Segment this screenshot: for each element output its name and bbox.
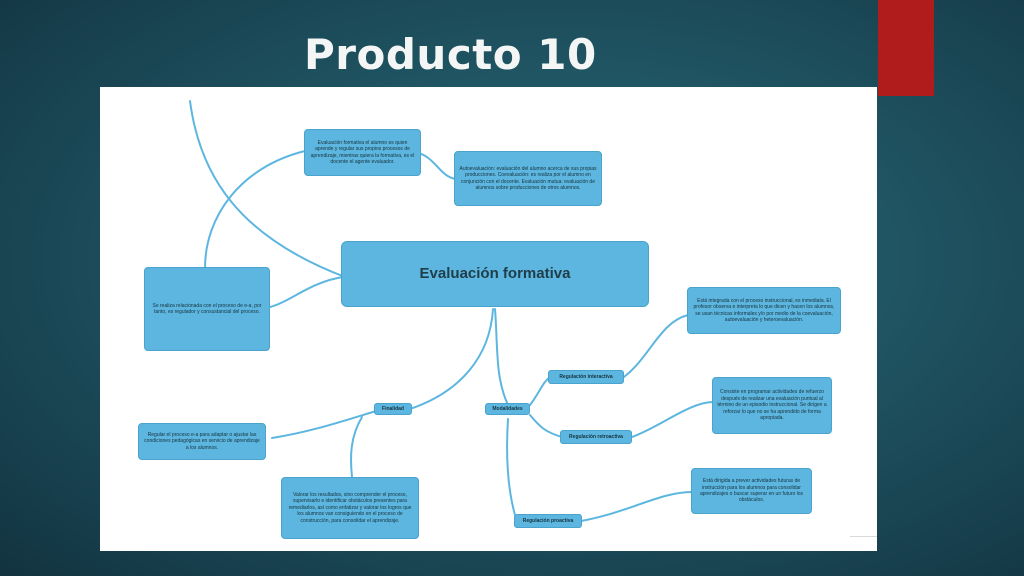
node-central-text: Evaluación formativa	[419, 265, 571, 282]
node-modalidades-text: Modalidades	[492, 406, 523, 412]
node-reg-interactiva-text: Regulación interactiva	[559, 374, 613, 380]
node-finalidad-left-text: Regular el proceso e-a para adaptar o aj…	[144, 431, 260, 451]
node-reg-proactiva: Regulación proactiva	[514, 514, 582, 528]
connector-retroactiva-desc	[631, 401, 714, 438]
node-reg-proactiva-desc: Está dirigida a prever actividades futur…	[691, 468, 812, 514]
node-reg-interactiva: Regulación interactiva	[548, 370, 624, 384]
frame-divider	[850, 536, 877, 537]
connector-mod-interactiva	[529, 376, 551, 406]
node-finalidad: Finalidad	[374, 403, 412, 415]
node-finalidad-bottom: Valorar los resultados, sino comprender …	[281, 477, 419, 539]
node-finalidad-bottom-text: Valorar los resultados, sino comprender …	[288, 491, 412, 524]
node-left-mid: Se realiza relacionada con el proceso de…	[144, 267, 270, 351]
node-left-mid-text: Se realiza relacionada con el proceso de…	[152, 302, 262, 315]
connector-finalidad-left	[271, 410, 377, 439]
connector-arc-left	[204, 150, 306, 269]
accent-bar	[878, 0, 934, 96]
connector-central-modalidades	[494, 308, 509, 406]
mind-map-image: Evaluación formativa el alumno es quien …	[100, 87, 877, 551]
node-top-left-text: Evaluación formativa el alumno es quien …	[310, 139, 415, 165]
connector-interactiva-desc	[623, 314, 689, 378]
node-reg-interactiva-desc-text: Está integrada con el proceso instruccio…	[693, 297, 835, 323]
connector-central-finalidad	[409, 308, 494, 410]
node-finalidad-text: Finalidad	[382, 406, 404, 412]
connector-mod-proactiva	[506, 418, 516, 516]
connector-mod-retroactiva	[529, 414, 563, 438]
node-reg-retroactiva: Regulación retroactiva	[560, 430, 632, 444]
node-reg-retroactiva-desc-text: Consiste en programar actividades de ref…	[717, 389, 827, 422]
node-top-right-text: Autoevaluación: evaluación del alumno ac…	[459, 165, 597, 191]
node-reg-interactiva-desc: Está integrada con el proceso instruccio…	[687, 287, 841, 334]
node-reg-retroactiva-desc: Consiste en programar actividades de ref…	[712, 377, 832, 434]
node-reg-proactiva-desc-text: Está dirigida a prever actividades futur…	[699, 478, 804, 504]
connector-finalidad-bottom	[350, 416, 363, 478]
node-top-left: Evaluación formativa el alumno es quien …	[304, 129, 421, 176]
node-reg-proactiva-text: Regulación proactiva	[522, 518, 574, 524]
node-top-right: Autoevaluación: evaluación del alumno ac…	[454, 151, 602, 206]
connector-proactiva-desc	[580, 491, 693, 522]
node-central: Evaluación formativa	[341, 241, 649, 307]
node-reg-retroactiva-text: Regulación retroactiva	[569, 434, 623, 440]
connector-top-pair	[417, 152, 457, 180]
connector-leftmid-central	[269, 276, 344, 308]
slide-title: Producto 10	[304, 30, 597, 79]
connector-top-sweep	[189, 100, 346, 278]
node-modalidades: Modalidades	[485, 403, 530, 415]
connector-lines	[189, 100, 714, 522]
node-finalidad-left: Regular el proceso e-a para adaptar o aj…	[138, 423, 266, 460]
